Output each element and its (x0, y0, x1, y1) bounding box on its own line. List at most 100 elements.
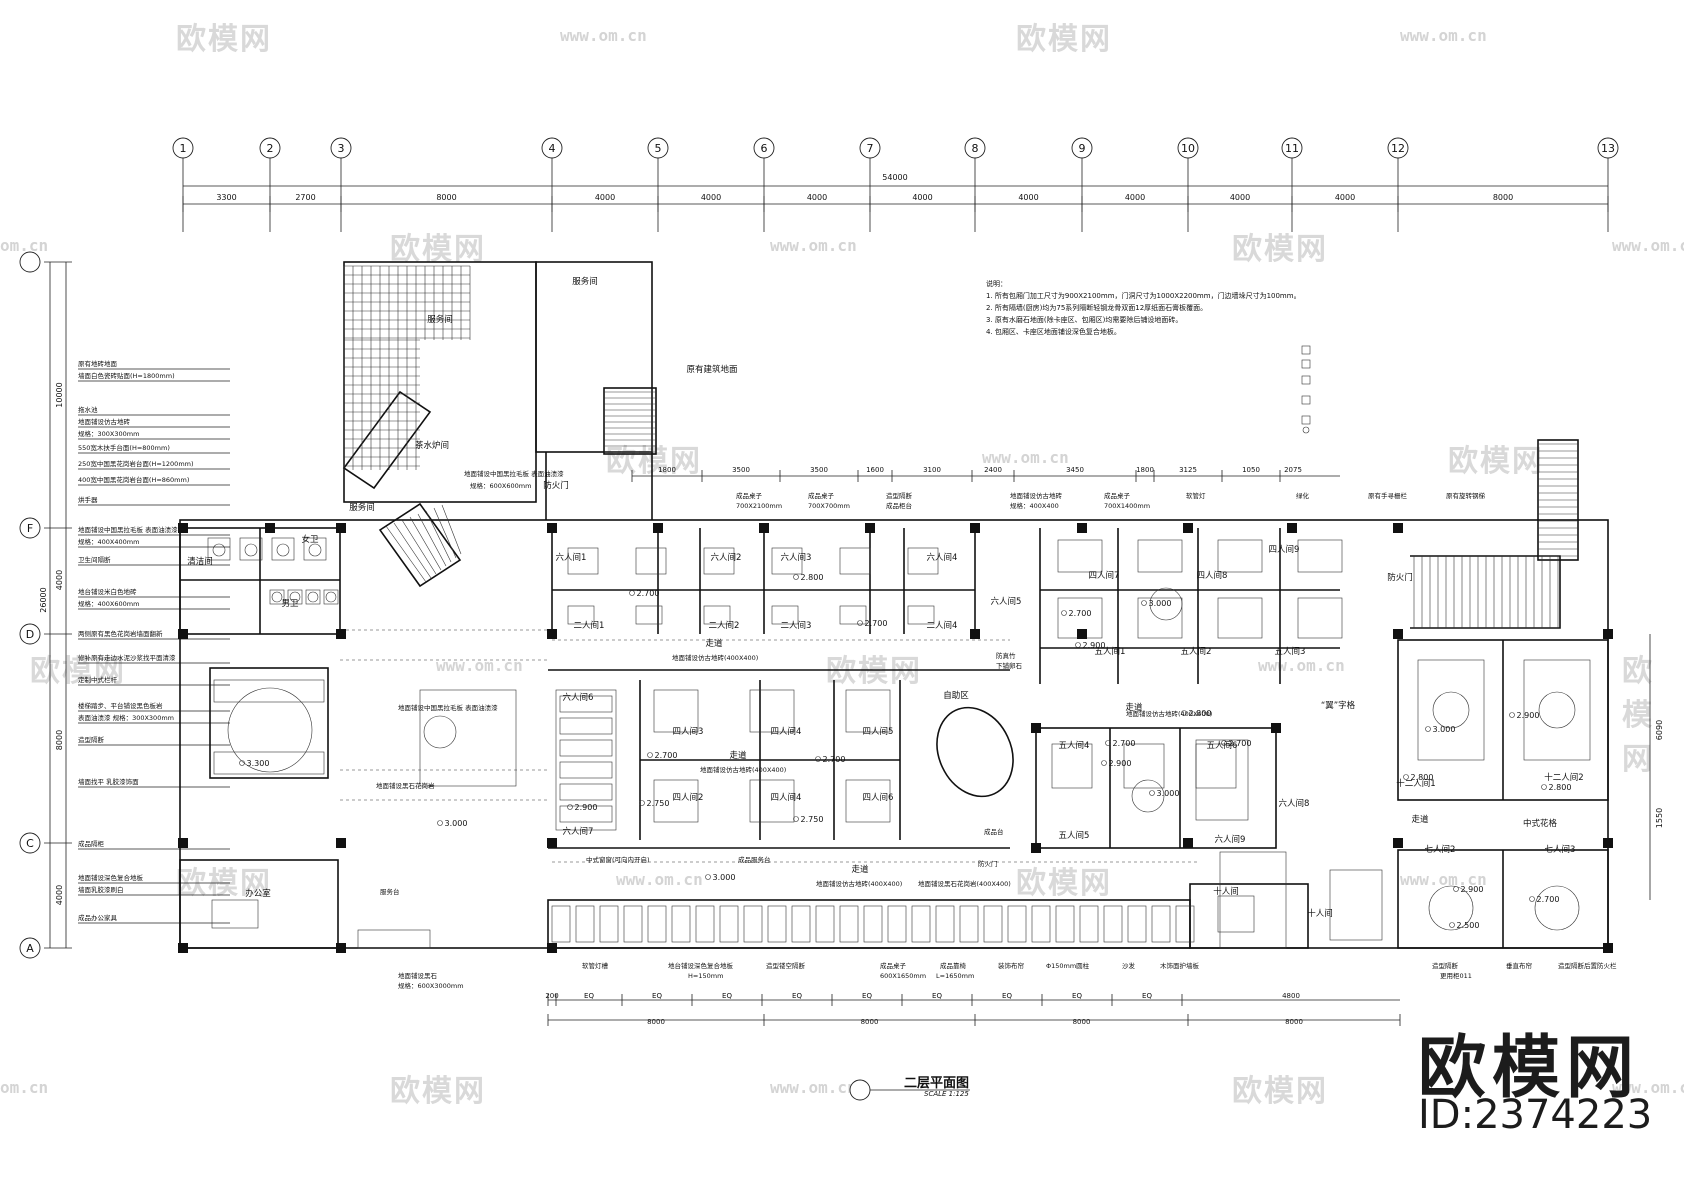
level-marker (857, 620, 863, 626)
level-text: 2.700 (1537, 895, 1560, 904)
room-label: 十人间 (1213, 886, 1239, 897)
watermark-url: www.om.cn (1612, 236, 1684, 255)
level-text: 2.800 (1549, 783, 1572, 792)
room-label: 七人间3 (1545, 845, 1576, 855)
legend-symbol (1301, 375, 1311, 385)
callout-text: 地面铺设仿古地砖 (1010, 491, 1063, 500)
dim-text: 4000 (807, 193, 827, 202)
booth-seat (671, 905, 691, 943)
callout-text: 地台铺设深色复合地板 (668, 961, 734, 970)
stair-step (425, 510, 452, 563)
table (703, 605, 731, 625)
level-text: 3.000 (1433, 725, 1456, 734)
callout-text: 地面铺设中国黑拉毛板 表面油渍漆 (78, 525, 178, 534)
grid-label: C (26, 837, 34, 850)
table (1137, 597, 1183, 639)
note-item: 1. 所有包厢门加工尺寸为900X2100mm，门洞尺寸为1000X2200mm… (986, 292, 1301, 300)
booth-seat (1007, 905, 1027, 943)
dim-text: 2075 (1284, 466, 1302, 474)
level-text: 2.750 (647, 799, 670, 808)
callout-text: 地面铺设深色复合地板 (78, 873, 144, 882)
callout-text: 下铺卵石 (996, 661, 1023, 670)
dim-text: 200 (545, 992, 558, 1000)
grid-label: A (26, 942, 34, 955)
booth-seat (887, 905, 907, 943)
basin (287, 589, 303, 605)
watermark-logo: 欧模网 (826, 654, 922, 689)
watermark-url: www.om.cn (1400, 26, 1487, 45)
table (635, 605, 663, 625)
room-label: 办公室 (245, 888, 271, 899)
room-label: 六人间3 (781, 552, 812, 563)
booth-seat (863, 905, 883, 943)
callout-text: 定制中式栏杆 (78, 675, 118, 684)
grid-axis-bubbles (19, 137, 1619, 1101)
table (1137, 539, 1183, 573)
grid-bubble (19, 937, 41, 959)
room-label: 十二人间1 (1396, 778, 1435, 789)
wc-bowl (212, 543, 226, 557)
callout-text: 防真竹 (996, 651, 1016, 660)
callout-text: 造型隔断 (78, 735, 105, 744)
dim-text: 4000 (1018, 193, 1038, 202)
callout-text: 550宽木扶手台面(H=800mm) (78, 443, 170, 452)
level-text: 3.000 (713, 873, 736, 882)
callout-text: 成品柜台 (886, 501, 912, 510)
desk (211, 899, 259, 929)
watermark-url: www.om.cn (1400, 870, 1487, 889)
room-label: 十人间 (1307, 908, 1333, 919)
booth-seat (695, 905, 715, 943)
watermark-url: om.cn (0, 236, 49, 255)
grid-bubble (541, 137, 563, 159)
dim-text: EQ (1002, 992, 1012, 1000)
chair (559, 695, 613, 713)
drawing-scale: SCALE 1:125 (924, 1090, 969, 1098)
level-text: 2.700 (1229, 739, 1252, 748)
level-text: 3.000 (445, 819, 468, 828)
dim-text: 8000 (1493, 193, 1513, 202)
grid-bubble (1071, 137, 1093, 159)
level-marker (1141, 600, 1147, 606)
room-label: 四人间9 (1269, 545, 1300, 555)
level-marker (705, 874, 711, 880)
room-label: 五人间1 (1095, 647, 1126, 657)
table (653, 689, 699, 733)
dim-text: 4000 (1230, 193, 1250, 202)
dim-text: 3100 (923, 466, 941, 474)
chair (559, 805, 613, 823)
booth-seat (1031, 905, 1051, 943)
column (336, 943, 346, 953)
round-table (423, 715, 457, 749)
column (1077, 523, 1087, 533)
callout-text: 成品靠椅 (940, 961, 967, 970)
room-label: 原有建筑地面 (686, 364, 738, 375)
brand-id: ID:2374223 (1418, 1092, 1653, 1138)
callout-text: 两侧原有黑色花岗岩墙面翻新 (78, 629, 163, 638)
room-label: 二人间4 (927, 621, 958, 631)
grid-label: 5 (655, 142, 662, 155)
table (567, 605, 595, 625)
column (970, 523, 980, 533)
table (839, 547, 871, 575)
callout-text: 造型隔断 (886, 491, 913, 500)
design-notes: 说明： 1. 所有包厢门加工尺寸为900X2100mm，门洞尺寸为1000X22… (986, 278, 1301, 338)
dim-text: EQ (722, 992, 732, 1000)
room-label: 四人间8 (1197, 571, 1228, 581)
chair (559, 761, 613, 779)
booth-seat (767, 905, 787, 943)
booth-seat (911, 905, 931, 943)
dim-text: 4000 (912, 193, 932, 202)
level-marker (1149, 790, 1155, 796)
column (759, 523, 769, 533)
callout-text: 成品隔柜 (78, 839, 105, 848)
level-marker (639, 800, 645, 806)
callout-text: 地面铺设仿古地砖(400X400) (816, 879, 902, 888)
dim-text: 8000 (55, 730, 64, 750)
watermark-logo: 欧模网 (1622, 654, 1654, 777)
room-label: 走道 (1125, 702, 1143, 713)
level-marker (1403, 774, 1409, 780)
booth-seat (743, 905, 763, 943)
callout-text: 原有地砖地面 (78, 359, 118, 368)
grid-label: 8 (972, 142, 979, 155)
